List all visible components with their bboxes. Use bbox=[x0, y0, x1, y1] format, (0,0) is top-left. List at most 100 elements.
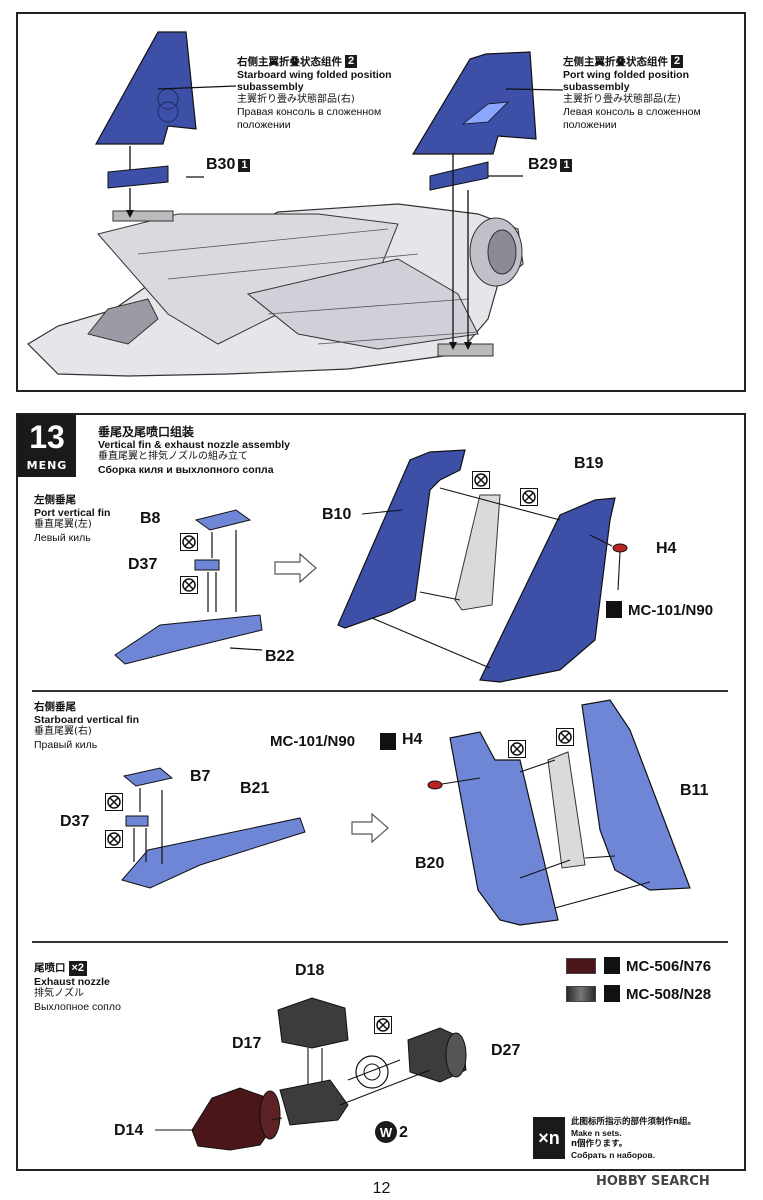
svg-text:W: W bbox=[380, 1125, 393, 1140]
port-wing-en2: subassembly bbox=[563, 81, 630, 93]
part-label-b19: B19 bbox=[574, 455, 604, 472]
arrow-right-icon bbox=[274, 552, 317, 584]
port-fin-illustration bbox=[114, 449, 628, 683]
paint-brush-icon bbox=[604, 985, 620, 1002]
page-number: 12 bbox=[372, 1180, 391, 1197]
starboard-fin-ru: Правый киль bbox=[34, 738, 98, 751]
no-cement-icon bbox=[105, 830, 123, 848]
paint-code-starboard-fin: MC-101/N90 bbox=[270, 733, 356, 750]
starboard-fin-en: Starboard vertical fin bbox=[34, 713, 140, 726]
no-cement-icon bbox=[556, 728, 574, 746]
part-label-d27: D27 bbox=[491, 1042, 521, 1059]
port-folded-wing bbox=[411, 51, 537, 155]
port-wing-ru: Левая консоль в сложенном bbox=[563, 106, 701, 118]
starboard-wing-ru2: положении bbox=[237, 118, 291, 131]
no-cement-icon bbox=[180, 533, 198, 551]
make-n-sets-note: 此图标所指示的部件须制作n组。 Make n sets. n個作ります。 Соб… bbox=[571, 1117, 696, 1161]
no-cement-icon bbox=[374, 1016, 392, 1034]
step-number: 13 bbox=[29, 419, 65, 455]
brand-logo: MENG bbox=[26, 459, 68, 472]
nozzle-ru: Выхлопное сопло bbox=[34, 1000, 121, 1013]
starboard-folded-wing bbox=[94, 31, 197, 145]
paint-code-port-fin: MC-101/N90 bbox=[628, 602, 714, 619]
starboard-wing-badge: 2 bbox=[345, 55, 358, 68]
starboard-wing-cn: 右侧主翼折叠状态组件 bbox=[237, 56, 342, 68]
part-b30-badge: 1 bbox=[238, 159, 251, 172]
step-title-ru: Сборка киля и выхлопного сопла bbox=[98, 463, 274, 476]
nozzle-label: 尾喷口×2 Exhaust nozzle 排気ノズル Выхлопное соп… bbox=[34, 961, 121, 1013]
part-label-d17: D17 bbox=[232, 1035, 262, 1052]
part-label-w2: 2 bbox=[399, 1124, 408, 1141]
nozzle-jp: 排気ノズル bbox=[34, 988, 84, 999]
starboard-fin-label: 右侧垂尾 Starboard vertical fin 垂直尾翼(右) Прав… bbox=[34, 701, 139, 751]
port-wing-badge: 2 bbox=[671, 55, 684, 68]
starboard-wing-en2: subassembly bbox=[237, 81, 304, 93]
step-title-cn: 垂尾及尾喷口组装 bbox=[98, 425, 195, 439]
step-number-badge: 13 MENG bbox=[18, 415, 76, 477]
port-fin-jp: 垂直尾翼(左) bbox=[34, 519, 92, 530]
paint-swatch-1 bbox=[566, 958, 596, 974]
part-label-d37-starboard: D37 bbox=[60, 813, 90, 830]
make-n-cn: 此图标所指示的部件须制作n组。 bbox=[571, 1117, 697, 1127]
port-wing-en: Port wing folded position bbox=[563, 68, 689, 81]
paint-code-2: MC-508/N28 bbox=[626, 986, 712, 1003]
starboard-wing-jp: 主翼折り畳み状態部品(右) bbox=[237, 93, 355, 105]
no-cement-icon bbox=[508, 740, 526, 758]
part-label-b11: B11 bbox=[680, 782, 709, 799]
no-cement-icon bbox=[520, 488, 538, 506]
nozzle-cn: 尾喷口 bbox=[34, 962, 66, 974]
nozzle-illustration: W bbox=[155, 997, 467, 1151]
starboard-fin-illustration bbox=[121, 699, 691, 926]
make-n-ru: Собрать n наборов. bbox=[571, 1150, 656, 1160]
port-wing-jp: 主翼折り畳み状態部品(左) bbox=[563, 93, 681, 105]
part-label-d14: D14 bbox=[114, 1122, 144, 1139]
nozzle-en: Exhaust nozzle bbox=[34, 975, 110, 988]
part-label-b22: B22 bbox=[265, 648, 295, 665]
part-b29-text: B29 bbox=[528, 156, 558, 173]
aircraft-illustration bbox=[27, 31, 564, 377]
paint-brush-icon bbox=[606, 601, 622, 618]
port-fin-en: Port vertical fin bbox=[34, 506, 111, 519]
part-label-b20: B20 bbox=[415, 855, 445, 872]
part-b30-text: B30 bbox=[206, 156, 236, 173]
starboard-fin-cn: 右侧垂尾 bbox=[34, 701, 76, 713]
part-label-b21: B21 bbox=[240, 780, 270, 797]
part-b29-badge: 1 bbox=[560, 159, 573, 172]
starboard-fin-jp: 垂直尾翼(右) bbox=[34, 726, 92, 737]
nozzle-multiplier: ×2 bbox=[68, 961, 88, 976]
part-label-b10: B10 bbox=[322, 506, 352, 523]
part-label-b8: B8 bbox=[140, 510, 161, 527]
paint-brush-icon bbox=[604, 957, 620, 974]
part-label-d18: D18 bbox=[295, 962, 325, 979]
port-fin-ru: Левый киль bbox=[34, 531, 91, 544]
no-cement-icon bbox=[105, 793, 123, 811]
section-divider bbox=[32, 690, 728, 692]
part-label-d37-port: D37 bbox=[128, 556, 158, 573]
starboard-wing-en: Starboard wing folded position bbox=[237, 68, 392, 81]
starboard-wing-ru: Правая консоль в сложенном bbox=[237, 106, 382, 118]
port-fin-cn: 左侧垂尾 bbox=[34, 494, 76, 506]
paint-swatch-2 bbox=[566, 986, 596, 1002]
arrow-right-icon bbox=[351, 812, 389, 844]
part-label-b7: B7 bbox=[190, 768, 211, 785]
step-title: 垂尾及尾喷口组装 Vertical fin & exhaust nozzle a… bbox=[98, 426, 290, 476]
paint-code-1: MC-506/N76 bbox=[626, 958, 712, 975]
paint-brush-icon bbox=[380, 733, 396, 750]
port-wing-ru2: положении bbox=[563, 118, 617, 131]
no-cement-icon bbox=[180, 576, 198, 594]
step-title-en: Vertical fin & exhaust nozzle assembly bbox=[98, 438, 290, 451]
make-n-jp: n個作ります。 bbox=[571, 1139, 628, 1149]
make-n-sets-icon: ×n bbox=[533, 1117, 565, 1159]
part-label-h4-port: H4 bbox=[656, 540, 677, 557]
step-title-jp: 垂直尾翼と排気ノズルの組み立て bbox=[98, 451, 248, 462]
section-divider bbox=[32, 941, 728, 943]
port-fin-label: 左侧垂尾 Port vertical fin 垂直尾翼(左) Левый кил… bbox=[34, 494, 110, 544]
port-wing-cn: 左侧主翼折叠状态组件 bbox=[563, 56, 668, 68]
watermark: HOBBY SEARCH bbox=[596, 1174, 710, 1189]
part-label-h4-starboard: H4 bbox=[402, 731, 423, 748]
no-cement-icon bbox=[472, 471, 490, 489]
